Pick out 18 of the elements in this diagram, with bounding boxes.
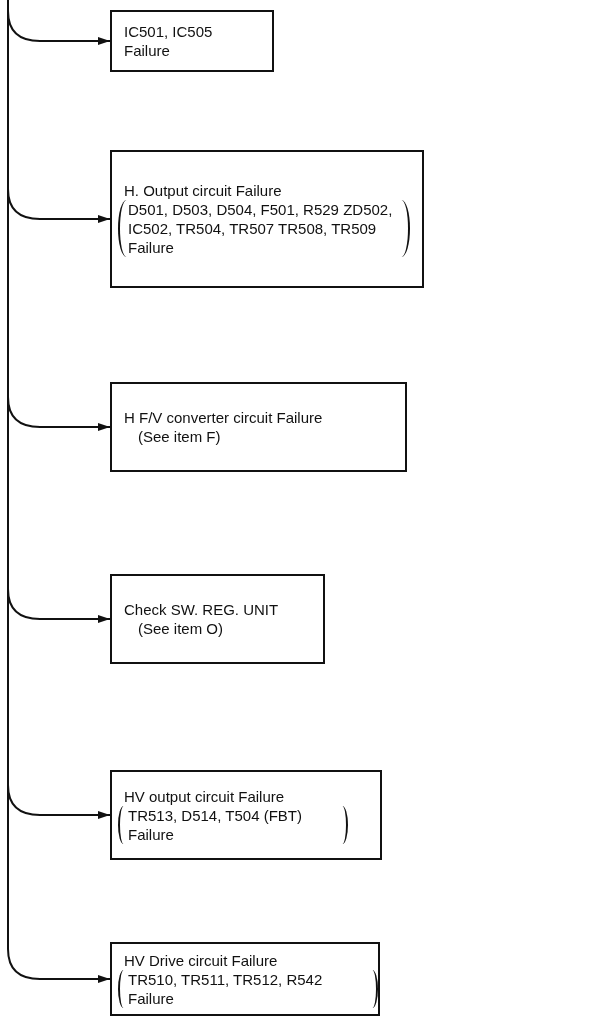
parenthesized-text: D501, D503, D504, F501, R529 ZD502, IC502, TR504, TR507 TR508, TR509 Failure	[118, 200, 410, 257]
process-box	[110, 770, 382, 860]
box-note: (See item F)	[138, 427, 222, 446]
box-heading: HV output circuit Failure	[124, 786, 286, 806]
process-box	[110, 382, 407, 472]
process-box	[110, 942, 380, 1016]
process-box	[110, 150, 424, 288]
process-box	[110, 574, 325, 664]
parenthesized-text: TR510, TR511, TR512, R542 Failure	[118, 969, 378, 1008]
box-heading: IC501, IC505 Failure	[124, 22, 214, 60]
box-heading: HV Drive circuit Failure	[124, 950, 279, 970]
parenthesized-text: TR513, D514, T504 (FBT) Failure	[118, 805, 348, 844]
arrow	[7, 0, 111, 983]
process-box	[110, 10, 274, 72]
box-heading: H. Output circuit Failure	[124, 181, 283, 200]
box-note: (See item O)	[138, 619, 225, 638]
box-heading: Check SW. REG. UNIT	[124, 600, 280, 619]
box-heading: H F/V converter circuit Failure	[124, 408, 324, 427]
